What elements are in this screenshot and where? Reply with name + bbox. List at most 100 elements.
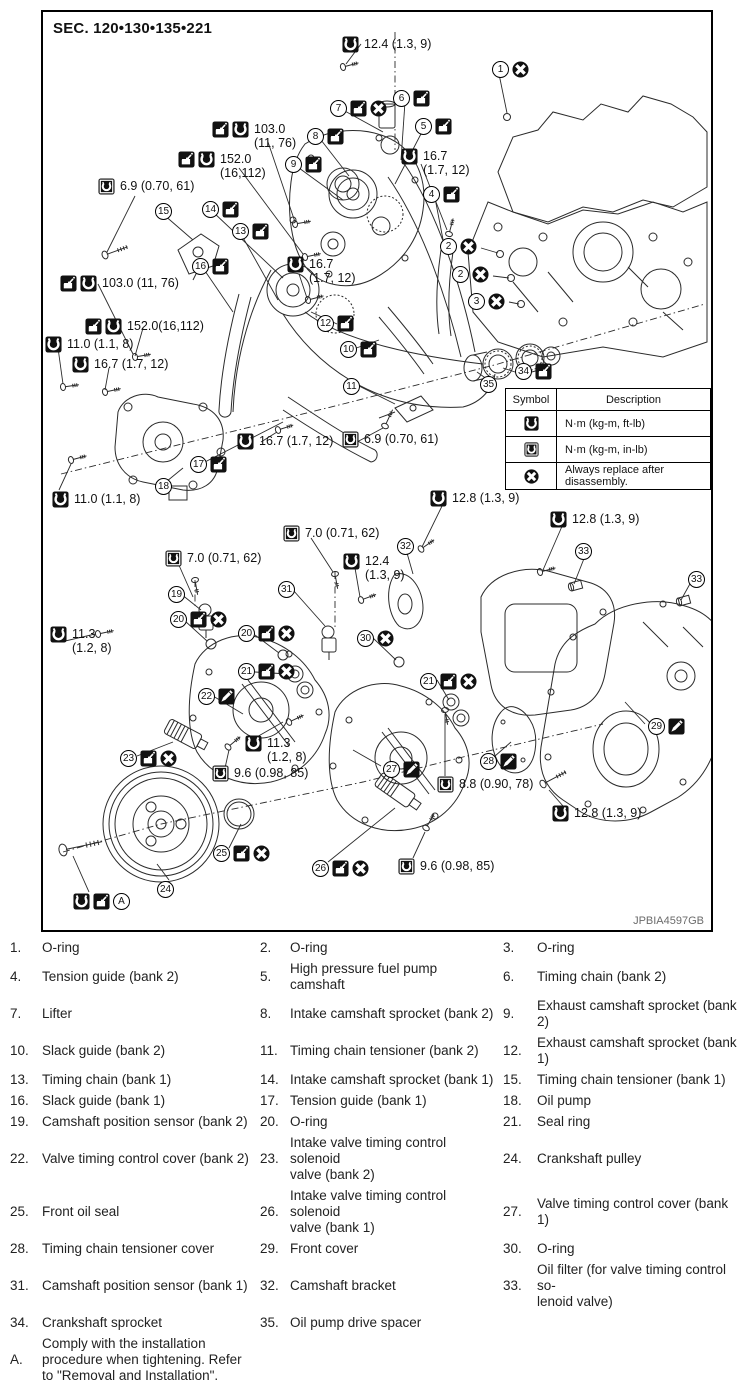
part-item-name: Crankshaft pulley — [537, 1151, 642, 1166]
part-callout: 8 — [307, 128, 344, 145]
apply-oil-icon — [210, 456, 227, 473]
apply-oil-icon — [440, 673, 457, 690]
part-item-name: O-ring — [42, 940, 80, 955]
engine-block-art — [468, 96, 707, 357]
part-item-number: 12. — [503, 1043, 522, 1058]
part-number-badge: 33 — [688, 571, 705, 588]
torque-nm-ftlb-icon — [550, 511, 567, 528]
torque-nm-ftlb-icon — [105, 318, 122, 335]
torque-nm-inlb-icon — [398, 858, 415, 875]
legend-row: Always replace after disassembly. — [505, 462, 711, 490]
part-item-name: Timing chain (bank 1) — [42, 1072, 172, 1087]
apply-oil-icon — [435, 118, 452, 135]
torque-callout: 12.8 (1.3, 9) — [550, 511, 639, 528]
part-callout: 1 — [492, 61, 529, 78]
part-item-name: O-ring — [290, 940, 328, 955]
part-number-badge: 25 — [213, 845, 230, 862]
part-item-number: 28. — [10, 1241, 29, 1256]
torque-callout: 103.0 (11, 76) — [212, 121, 296, 150]
part-callout: 28 — [480, 753, 517, 770]
part-callout: 26 — [312, 860, 369, 877]
torque-callout: 6.9 (0.70, 61) — [98, 178, 194, 195]
apply-oil-icon — [360, 341, 377, 358]
torque-nm-ftlb-icon — [287, 256, 304, 273]
part-item-name: Seal ring — [537, 1114, 591, 1129]
part-item-number: 20. — [260, 1114, 279, 1129]
apply-oil-icon — [212, 258, 229, 275]
part-item-number: 9. — [503, 1006, 515, 1021]
part-item-name: Front oil seal — [42, 1204, 120, 1219]
part-number-badge: 12 — [317, 315, 334, 332]
part-callout: 2 — [452, 266, 489, 283]
part-number-badge: 20 — [238, 625, 255, 642]
part-item-name: Intake camshaft sprocket (bank 2) — [290, 1006, 494, 1021]
center-axis-lines — [61, 32, 705, 852]
part-item-number: 1. — [10, 940, 22, 955]
part-item-number: 30. — [503, 1241, 522, 1256]
service-manual-page: { "page": { "section_title": "SEC. 120\u… — [0, 10, 750, 1383]
part-number-badge: 35 — [480, 376, 497, 393]
part-item-number: 32. — [260, 1278, 279, 1293]
part-item-number: 17. — [260, 1093, 279, 1108]
part-callout: 19 — [168, 586, 185, 603]
torque-nm-ftlb-icon — [430, 490, 447, 507]
torque-callout: 12.8 (1.3, 9) — [430, 490, 519, 507]
part-item-number: 13. — [10, 1072, 29, 1087]
apply-oil-icon — [305, 156, 322, 173]
part-item-number: 2. — [260, 940, 272, 955]
torque-value: 103.0 (11, 76) — [254, 122, 297, 150]
always-replace-icon — [524, 469, 539, 484]
part-number-badge: 33 — [575, 543, 592, 560]
legend-header-description: Description — [556, 388, 711, 411]
torque-nm-ftlb-icon — [237, 433, 254, 450]
part-item-number: 27. — [503, 1204, 522, 1219]
torque-nm-ftlb-icon — [343, 553, 360, 570]
apply-sealant-icon — [500, 753, 517, 770]
part-callout: 14 — [202, 201, 239, 218]
apply-oil-icon — [222, 201, 239, 218]
part-item-number: 10. — [10, 1043, 29, 1058]
torque-value: 16.7 (1.7, 12) — [94, 357, 169, 371]
torque-callout: 11.0 (1.1, 8) — [52, 491, 140, 508]
apply-oil-icon — [413, 90, 430, 107]
always-replace-icon — [160, 750, 177, 767]
part-item-name: High pressure fuel pump camshaft — [290, 961, 438, 992]
torque-nm-ftlb-icon — [198, 151, 215, 168]
always-replace-icon — [278, 625, 295, 642]
part-item-number: 14. — [260, 1072, 279, 1087]
torque-value: 8.8 (0.90, 78) — [459, 777, 534, 791]
legend-row: N·m (kg-m, in-lb) — [505, 436, 711, 463]
torque-nm-inlb-icon — [212, 765, 229, 782]
always-replace-icon — [377, 630, 394, 647]
part-callout: 24 — [157, 881, 174, 898]
torque-callout: 9.6 (0.98, 85) — [398, 858, 494, 875]
apply-oil-icon — [535, 363, 552, 380]
apply-oil-icon — [233, 845, 250, 862]
apply-oil-icon — [140, 750, 157, 767]
part-number-badge: 21 — [420, 673, 437, 690]
torque-nm-ftlb-icon — [401, 148, 418, 165]
part-callout: 32 — [397, 538, 414, 555]
parts-list-row: 19.Camshaft position sensor (bank 2)20.O… — [0, 1114, 750, 1130]
part-item-number: 34. — [10, 1315, 29, 1330]
part-item-name: Camshaft bracket — [290, 1278, 396, 1293]
torque-value: 6.9 (0.70, 61) — [364, 432, 439, 446]
parts-list-row: 16.Slack guide (bank 1)17.Tension guide … — [0, 1093, 750, 1109]
torque-value: 16.7 (1.7, 12) — [309, 257, 356, 285]
part-item-name: Timing chain (bank 2) — [537, 969, 667, 984]
part-item-number: 6. — [503, 969, 515, 984]
torque-nm-ftlb-icon — [73, 893, 90, 910]
torque-nm-inlb-icon — [98, 178, 115, 195]
part-number-badge: 32 — [397, 538, 414, 555]
part-callout: 33 — [575, 543, 592, 560]
torque-callout: 9.6 (0.98, 85) — [212, 765, 308, 782]
torque-value: 12.4 (1.3, 9) — [364, 37, 432, 51]
part-number-badge: 10 — [340, 341, 357, 358]
always-replace-icon — [278, 663, 295, 680]
part-item-number: 18. — [503, 1093, 522, 1108]
torque-callout: 12.4 (1.3, 9) — [342, 36, 431, 53]
part-callout: 2 — [440, 238, 477, 255]
part-item-number: 26. — [260, 1204, 279, 1219]
part-number-badge: 22 — [198, 688, 215, 705]
